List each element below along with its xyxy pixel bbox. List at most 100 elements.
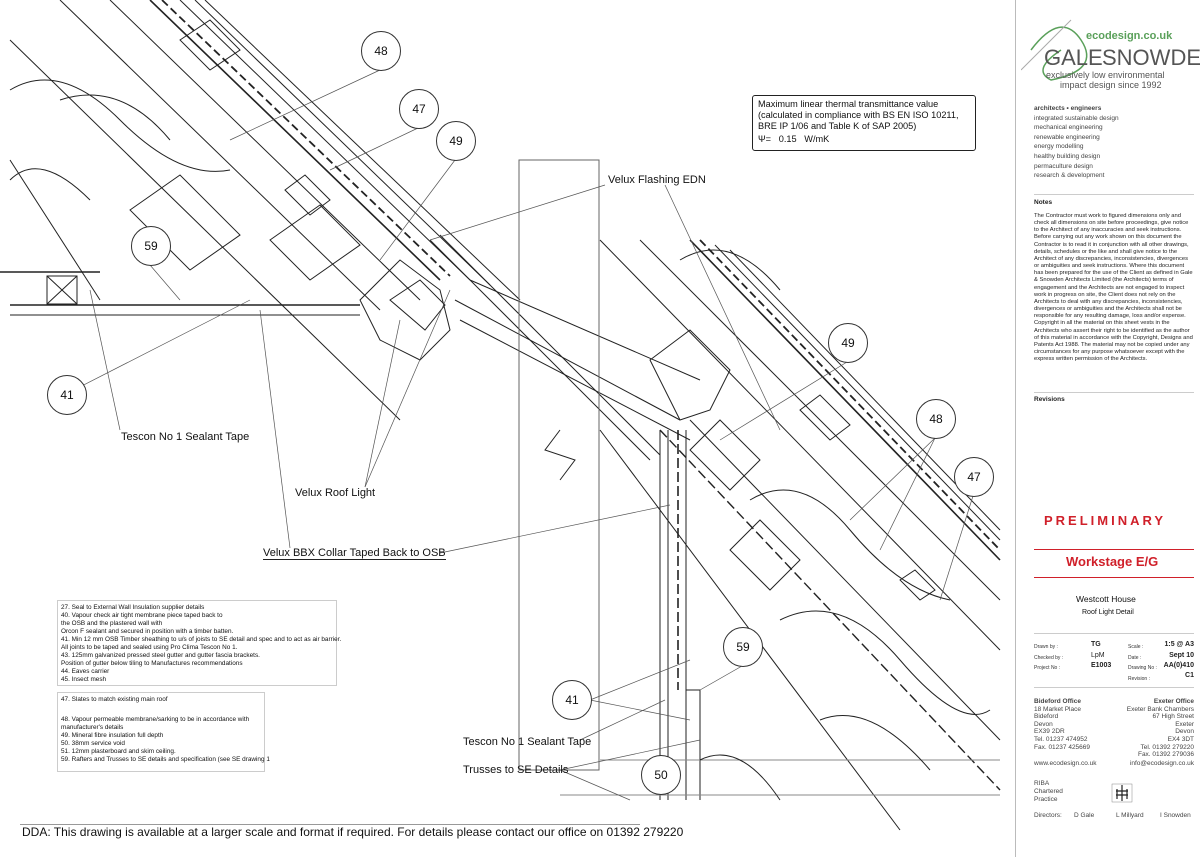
date: Sept 10 [1169, 652, 1194, 659]
logo-snowden: SNOWDEN [1102, 45, 1200, 70]
directors-label: Directors: [1034, 812, 1062, 819]
address-line: Tel. 01237 474952 [1034, 735, 1088, 743]
address-line: Tel. 01392 279220 [1140, 743, 1195, 751]
drawn-by-label: Drawn by : [1034, 644, 1058, 650]
website-link[interactable]: www.ecodesign.co.uk [1034, 760, 1097, 767]
drawing-no: AA(0)410 [1163, 662, 1194, 669]
psi-unit: W/mK [804, 134, 830, 144]
address-line: 18 Market Place [1034, 705, 1081, 713]
service-item: energy modelling [1034, 143, 1084, 151]
notes-heading: Notes [1034, 199, 1053, 206]
scale: 1:5 @ A3 [1164, 641, 1194, 648]
email-link[interactable]: info@ecodesign.co.uk [1129, 760, 1194, 767]
address-line: EX4 3DT [1167, 735, 1194, 743]
service-item: mechanical engineering [1034, 124, 1103, 132]
key-note: the OSB and the plastered wall with [61, 620, 163, 627]
address-line: Exeter Bank Chambers [1126, 705, 1194, 713]
riba-line: Chartered [1034, 788, 1063, 795]
drawing-title: Roof Light Detail [1082, 609, 1134, 616]
key-note: 43. 125mm galvanized pressed steel gutte… [61, 652, 260, 659]
service-item: permaculture design [1034, 162, 1093, 170]
workstage: Workstage E/G [1066, 554, 1159, 569]
logo-tagline-1: exclusively low environmental [1046, 70, 1165, 80]
director-3: I Snowden [1160, 812, 1191, 819]
director-2: L Millyard [1116, 812, 1144, 819]
key-note: 41. Min 12 mm OSB Timber sheathing to u/… [61, 636, 342, 643]
drawing-no-label: Drawing No : [1128, 665, 1157, 671]
director-1: D Gale [1074, 812, 1095, 819]
address-line: Exeter Office [1153, 698, 1194, 705]
address-line: EX39 2DR [1034, 728, 1065, 736]
logo-site: ecodesign.co.uk [1086, 30, 1173, 42]
key-note: Position of gutter below tiling to Manuf… [61, 660, 243, 667]
address-line: Fax. 01237 425669 [1034, 743, 1091, 751]
key-note: 27. Seal to External Wall Insulation sup… [61, 604, 205, 611]
key-note: 45. Insect mesh [61, 676, 107, 683]
revisions-heading: Revisions [1034, 396, 1065, 403]
logo-swirl [1021, 19, 1088, 81]
key-note: manufacturer's details [61, 724, 124, 731]
callout-59: 59 [131, 226, 171, 266]
key-note: 40. Vapour check air tight membrane piec… [61, 612, 223, 619]
checked-by: LpM [1091, 652, 1105, 659]
dda-divider [20, 824, 640, 825]
key-note: 51. 12mm plasterboard and skim ceiling. [61, 748, 176, 755]
label-trusses: Trusses to SE Details [463, 764, 569, 776]
callout-49: 49 [436, 121, 476, 161]
label-velux-bbx-collar: Velux BBX Collar Taped Back to OSB [263, 547, 446, 560]
callout-47: 47 [954, 457, 994, 497]
date-label: Date : [1128, 655, 1142, 661]
service-item: renewable engineering [1034, 133, 1100, 141]
riba-crest-icon [1111, 783, 1133, 803]
title-block-panel: GALE ecodesign.co.uk SNOWDEN exclusively… [1015, 0, 1200, 857]
key-note: 59. Rafters and Trusses to SE details an… [61, 756, 270, 763]
address-line: Devon [1175, 728, 1194, 736]
callout-50: 50 [641, 755, 681, 795]
psi-symbol: Ψ= [758, 134, 772, 144]
callout-48: 48 [916, 399, 956, 439]
key-note: 47. Slates to match existing main roof [61, 696, 168, 703]
callout-41: 41 [47, 375, 87, 415]
callout-59: 59 [723, 627, 763, 667]
checked-by-label: Checked by : [1034, 655, 1064, 661]
address-line: Exeter [1175, 720, 1194, 728]
status-preliminary: PRELIMINARY [1044, 513, 1167, 528]
roof-light-section-drawing [0, 0, 1001, 831]
psi-value: 0.15 [778, 134, 797, 144]
revision: C1 [1185, 672, 1194, 679]
scale-label: Scale : [1128, 644, 1144, 650]
address-line: Bideford [1034, 713, 1059, 721]
callout-49: 49 [828, 323, 868, 363]
dda-statement: DDA: This drawing is available at a larg… [22, 825, 684, 839]
label-velux-flashing: Velux Flashing EDN [608, 174, 706, 186]
logo-tagline-2: impact design since 1992 [1060, 80, 1162, 90]
callout-47: 47 [399, 89, 439, 129]
key-note: 50. 38mm service void [61, 740, 125, 747]
project-name: Westcott House [1076, 594, 1136, 604]
label-tescon-right: Tescon No 1 Sealant Tape [463, 736, 592, 748]
project-no-label: Project No : [1034, 665, 1061, 671]
thermal-text: Maximum linear thermal transmittance val… [758, 99, 959, 131]
key-note: All joints to be taped and sealed using … [61, 644, 238, 651]
thermal-transmittance-box: Maximum linear thermal transmittance val… [752, 95, 976, 151]
logo-gale: GALE [1044, 45, 1103, 70]
notes-text: The Contractor must work to figured dime… [1034, 213, 1193, 363]
riba-line: Practice [1034, 796, 1058, 803]
drawn-by: TG [1091, 641, 1101, 648]
label-velux-roof-light: Velux Roof Light [295, 487, 376, 499]
address-line: Fax. 01392 279036 [1137, 751, 1194, 759]
callout-48: 48 [361, 31, 401, 71]
label-tescon-left: Tescon No 1 Sealant Tape [121, 431, 250, 443]
key-note: 49. Mineral fibre insulation full depth [61, 732, 164, 739]
revision-label: Revision : [1128, 676, 1150, 682]
project-no: E1003 [1091, 662, 1112, 669]
address-line: 67 High Street [1152, 713, 1194, 721]
key-notes-1: 27. Seal to External Wall Insulation sup… [57, 600, 342, 686]
callout-41: 41 [552, 680, 592, 720]
key-note: 44. Eaves carrier [61, 668, 110, 675]
